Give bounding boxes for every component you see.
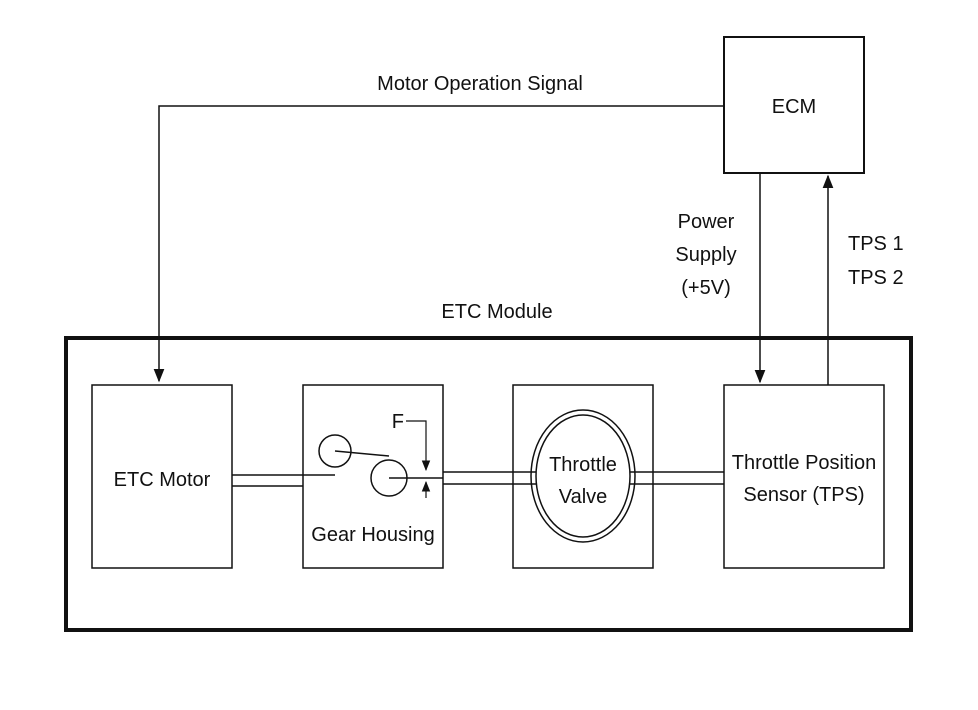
throttle-valve-label-1: Throttle [549, 454, 617, 476]
etc-motor-label: ETC Motor [114, 469, 211, 491]
tps1-label: TPS 1 [848, 233, 904, 255]
throttle-bore-outer-icon [530, 409, 636, 543]
power-supply-label-2: Supply [675, 244, 736, 266]
throttle-valve-label-2: Valve [559, 486, 608, 508]
power-supply-label-3: (+5V) [681, 277, 730, 299]
gear-small-icon [318, 434, 352, 468]
tps-sensor-box [723, 384, 885, 569]
etc-module-frame [64, 336, 913, 632]
ecm-label: ECM [772, 96, 816, 118]
power-supply-label-1: Power [678, 211, 735, 233]
gear-housing-label: Gear Housing [311, 524, 434, 546]
gear-link-line [334, 450, 390, 457]
throttle-bore-inner-icon [535, 414, 631, 538]
tps-sensor-label-1: Throttle Position [732, 452, 877, 474]
motor-signal-label: Motor Operation Signal [377, 73, 583, 95]
tps2-label: TPS 2 [848, 267, 904, 289]
ecm-box [723, 36, 865, 174]
tps-sensor-label-2: Sensor (TPS) [743, 484, 864, 506]
motor-signal-line [153, 105, 724, 383]
etc-motor-box [91, 384, 233, 569]
gap-marker-label: F [392, 411, 404, 433]
throttle-valve-box [512, 384, 654, 569]
gap-marker-leader [406, 420, 431, 472]
gear-housing-box [302, 384, 444, 569]
etc-module-label: ETC Module [441, 301, 552, 323]
